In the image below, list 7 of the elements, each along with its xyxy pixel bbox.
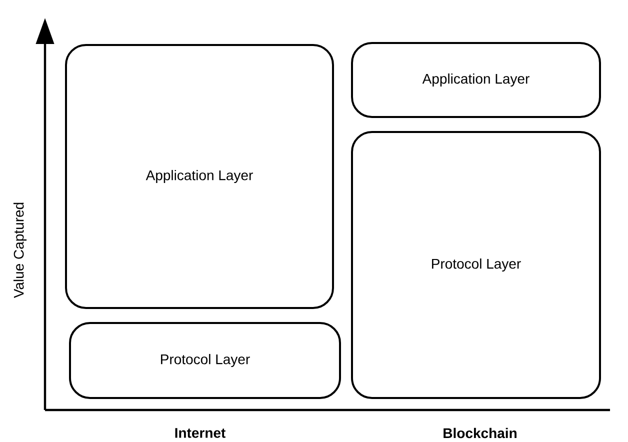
category-label: Internet: [175, 428, 226, 438]
layer-box: Protocol Layer: [69, 322, 341, 399]
layer-box: Protocol Layer: [351, 131, 601, 399]
layer-box: Application Layer: [351, 42, 601, 118]
layer-box: Application Layer: [65, 44, 334, 309]
axis-title: Value Captured: [13, 202, 27, 298]
category-label: Blockchain: [444, 428, 516, 438]
